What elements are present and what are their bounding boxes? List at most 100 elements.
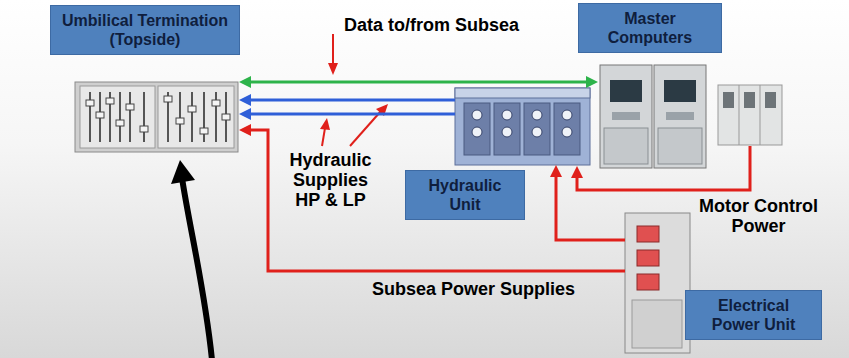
power-cabinet [625, 213, 690, 353]
hydraulic-unit-picture [455, 88, 590, 165]
computer-cabinet [654, 65, 706, 168]
callout-arrow [350, 111, 381, 146]
hydraulic-line [239, 108, 455, 120]
pointer-arrow [171, 160, 195, 184]
arrowhead [586, 76, 598, 88]
hydraulic-unit: Hydraulic Unit [455, 88, 590, 165]
hydraulic-unit-picture [455, 88, 590, 165]
master-computers: Master Computers [598, 63, 708, 170]
umbilical-panel [164, 96, 172, 102]
callout-arrow [322, 128, 325, 146]
umbilical-panel [75, 82, 238, 152]
umbilical-panel [86, 100, 94, 106]
umbilical-panel [129, 92, 131, 142]
data-link [239, 76, 598, 88]
computer-cabinet [600, 65, 652, 168]
motor-control-panel [718, 85, 782, 145]
umbilical-panel [179, 92, 181, 142]
hydraulic-line [239, 94, 455, 106]
callout-arrow [320, 34, 388, 146]
motor-control-panel [760, 85, 761, 145]
umbilical-panel [116, 120, 124, 126]
computer-cabinet [612, 112, 640, 120]
power-line [550, 165, 625, 240]
hydraulic-unit-picture [502, 110, 512, 120]
hydraulic-unit-picture [524, 103, 550, 155]
hydraulic-unit-picture [562, 127, 572, 137]
unit-label: Hydraulic Unit [405, 170, 525, 220]
hydraulic-unit-picture [472, 110, 572, 137]
umbilical-panel [212, 100, 220, 106]
motor-control-panel [744, 92, 755, 108]
umbilical-panel [86, 96, 230, 134]
power-cabinet [637, 226, 659, 242]
annotation-label: Motor Control Power [686, 196, 831, 236]
power-cabinet [632, 300, 682, 348]
power-line [239, 124, 625, 271]
electrical-power-unit: Electrical Power Unit [625, 213, 690, 353]
hydraulic-unit-picture [472, 127, 482, 137]
umbilical-panel [143, 92, 145, 142]
connector-label: Subsea Power Supplies [372, 279, 575, 299]
arrowhead [239, 124, 251, 136]
callout-arrow [328, 63, 338, 75]
computer-cabinet [666, 112, 694, 120]
umbilical-panel [200, 128, 208, 134]
umbilical-panel [119, 92, 121, 142]
annotation-label: Hydraulic Supplies HP & LP [283, 150, 378, 210]
umbilical-panel [96, 112, 104, 118]
hydraulic-line [249, 99, 455, 102]
power-line [249, 130, 625, 271]
hydraulic-unit-picture [554, 103, 580, 155]
power-line [556, 175, 625, 240]
computer-cabinet [604, 128, 648, 164]
arrowhead [239, 94, 251, 106]
umbilical-panel [75, 82, 238, 152]
arrowhead [550, 165, 562, 177]
hydraulic-line [249, 113, 455, 116]
hydraulic-unit-picture [532, 127, 542, 137]
umbilical-panel [222, 114, 230, 120]
unit-label: Electrical Power Unit [685, 290, 822, 340]
power-cabinet [637, 274, 659, 290]
computer-cabinet [610, 80, 642, 102]
umbilical-panel [106, 98, 114, 104]
umbilical-termination: Umbilical Termination (Topside) [73, 76, 239, 154]
hydraulic-unit-picture [464, 103, 490, 155]
power-cabinet [625, 213, 690, 353]
computer-cabinet [664, 80, 696, 102]
motor-power-line [577, 146, 750, 190]
pointer-arrow [182, 178, 212, 358]
unit-label: Master Computers [578, 3, 722, 53]
hydraulic-unit-picture [494, 103, 520, 155]
motor-control-panel [739, 85, 740, 145]
callout-arrow [332, 34, 334, 64]
data-link [249, 81, 588, 84]
hydraulic-unit-picture [455, 88, 590, 98]
computer-cabinet [658, 128, 702, 164]
motor-power-line [571, 146, 750, 190]
umbilical-panel [191, 92, 193, 142]
pointer-arrow [171, 160, 212, 358]
hydraulic-unit-picture [562, 110, 572, 120]
hydraulic-unit-picture [472, 110, 482, 120]
arrowhead [239, 76, 251, 88]
motor-control-panel [723, 92, 734, 108]
computer-cabinet [600, 65, 706, 168]
unit-label: Umbilical Termination (Topside) [50, 5, 240, 55]
umbilical-panel [126, 104, 134, 110]
motor-power-line [571, 166, 583, 178]
umbilical-panel [176, 118, 184, 124]
power-cabinet [637, 250, 659, 266]
hydraulic-unit-picture [502, 127, 512, 137]
annotation-label: Data to/from Subsea [344, 15, 519, 35]
callout-arrow [320, 118, 330, 130]
hydraulic-unit-picture [532, 110, 542, 120]
umbilical-panel [188, 106, 196, 112]
motor-control-panel [718, 85, 782, 145]
umbilical-panel [90, 92, 226, 142]
arrowhead [239, 108, 251, 120]
motor-control-panel [765, 92, 776, 108]
umbilical-panel [140, 126, 148, 132]
